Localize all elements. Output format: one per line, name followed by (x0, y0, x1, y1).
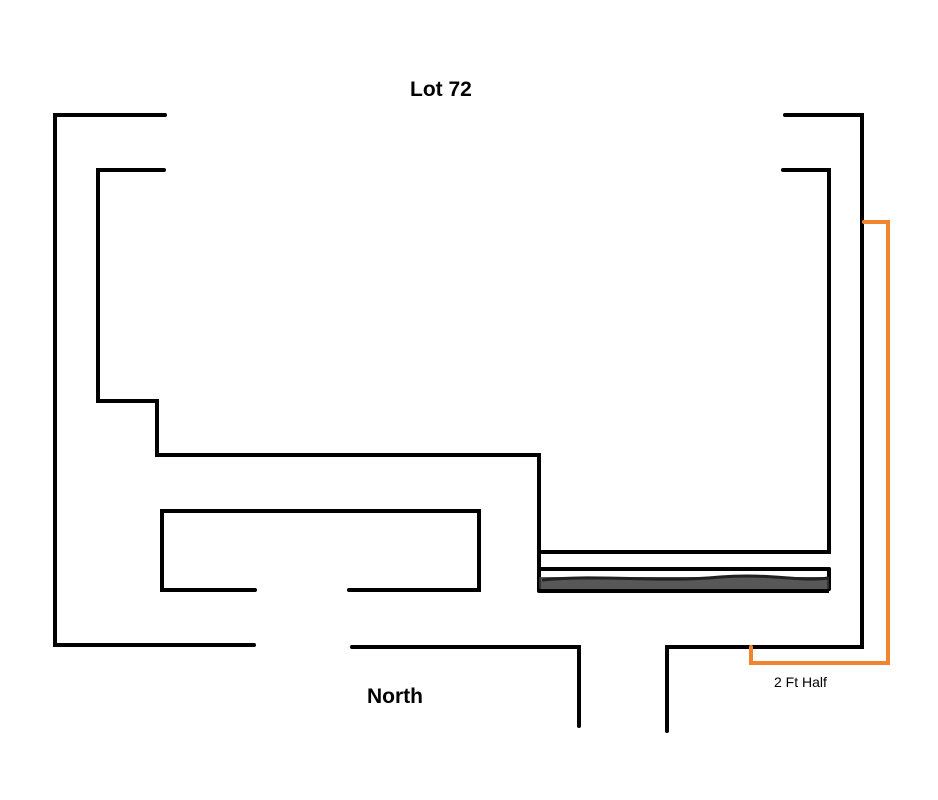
outer-left-wall (53, 113, 256, 647)
half-wall-label: 2 Ft Half (774, 674, 827, 690)
inner-right-wall (537, 168, 831, 554)
direction-label: North (367, 685, 423, 708)
counter-shading (539, 574, 829, 593)
half-wall-south (749, 645, 864, 665)
bottom-wall-right-of-gap (350, 645, 581, 728)
inner-left-wall (96, 168, 541, 593)
half-wall-east (860, 220, 890, 665)
half-wall-outline (749, 220, 890, 665)
page-title: Lot 72 (410, 78, 472, 101)
walls (53, 113, 864, 733)
inner-room-left-wall (160, 509, 481, 592)
corridor-right-wall (665, 113, 864, 733)
